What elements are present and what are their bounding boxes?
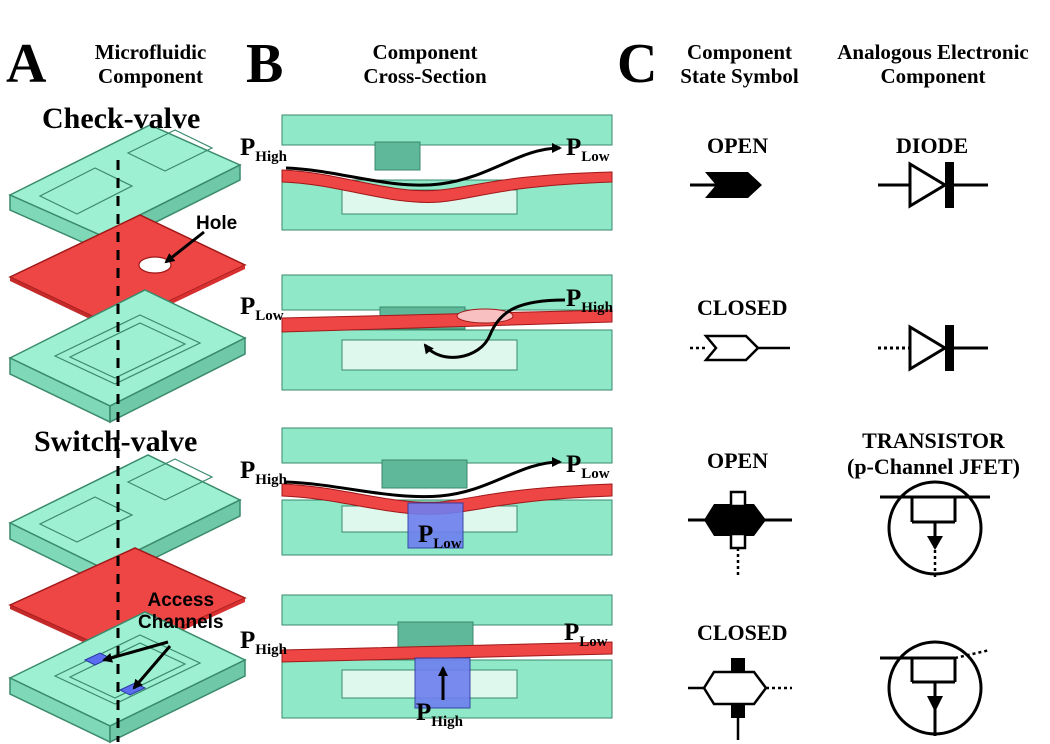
switch-valve-label: Switch-valve [34,425,198,458]
panel-a-header-line2: Component [97,64,203,88]
open-check-symbol [690,172,762,198]
p-low-1: PLow [566,134,610,165]
cross-section-3 [281,427,613,556]
p-high-3: PHigh [240,457,287,488]
panel-b-header: Component Cross-Section [330,40,520,88]
access-channels-label: Access Channels [138,590,224,634]
panel-a-header: Microfluidic Component [78,40,223,88]
cross-section-4 [281,594,613,719]
state-open-2: OPEN [707,448,769,473]
transistor-label-line2: (p-Channel JFET) [847,454,1020,479]
panel-a-header-line1: Microfluidic [94,40,207,64]
panel-a-letter: A [6,33,47,95]
p-low-3: PLow [566,451,610,482]
transistor-label: TRANSISTOR (p-Channel JFET) [826,428,1041,480]
diode-off-symbol [878,324,988,372]
p-high-2: PHigh [566,285,613,316]
closed-check-symbol [690,334,790,362]
diode-label: DIODE [896,133,969,158]
panel-c-header1-line2: State Symbol [680,64,799,88]
p-low-access: PLow [418,521,462,552]
access-arrow-1 [102,640,169,663]
hole-label: Hole [196,213,238,234]
state-open-1: OPEN [707,133,769,158]
cross-section-2 [281,274,613,391]
open-switch-symbol [688,490,792,578]
state-closed-1: CLOSED [697,295,788,320]
panel-c-header2: Analogous Electronic Component [818,40,1048,88]
p-low-4: PLow [564,619,608,650]
panel-b-header-line1: Component [372,40,478,64]
switch-valve-bottom-layer [8,611,247,744]
panel-c-header2-line2: Component [880,64,986,88]
access-label-line2: Channels [138,612,224,633]
access-label-line1: Access [147,590,215,611]
state-closed-2: CLOSED [697,620,788,645]
access-arrow-2 [132,645,172,690]
jfet-on-symbol [880,480,990,580]
panel-c-header1-line1: Component [686,40,792,64]
p-high-4: PHigh [240,627,287,658]
panel-b-letter: B [246,33,284,95]
check-valve-label: Check-valve [42,102,201,135]
p-low-2: PLow [240,293,284,324]
closed-switch-symbol [688,658,792,740]
p-high-access: PHigh [416,699,463,730]
p-high-1: PHigh [240,134,287,165]
panel-c-header2-line1: Analogous Electronic [837,40,1029,64]
diode-symbol [878,161,988,209]
transistor-label-line1: TRANSISTOR [862,428,1005,453]
panel-b-header-line2: Cross-Section [363,64,487,88]
jfet-off-symbol [880,640,991,736]
check-valve-bottom-layer [8,289,247,424]
panel-c-letter: C [617,33,658,95]
panel-c-header1: Component State Symbol [662,40,817,88]
cross-section-1 [281,114,613,231]
hole-arrow [164,230,205,264]
